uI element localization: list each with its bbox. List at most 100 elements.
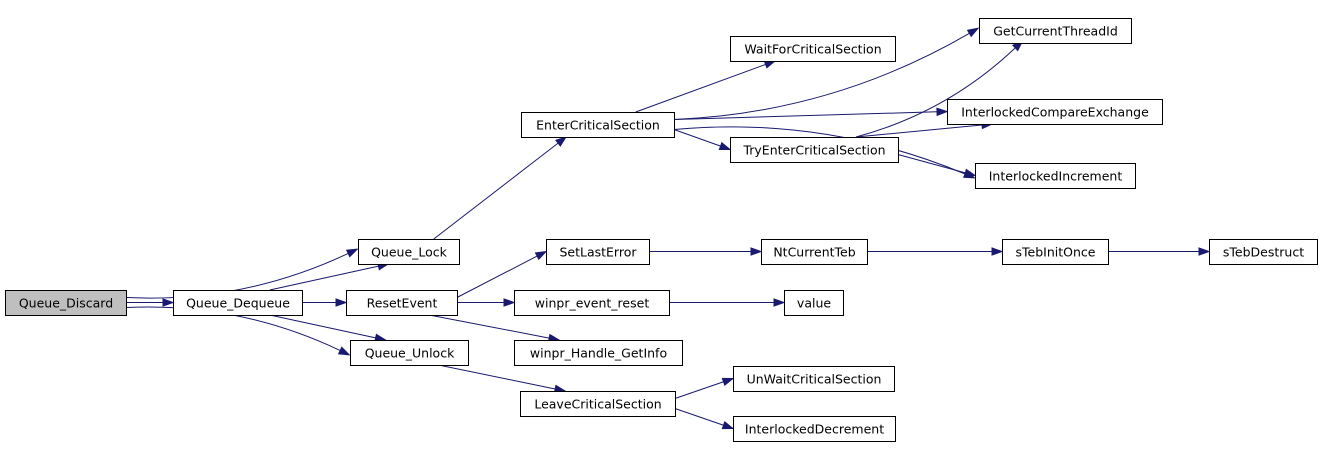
call-graph-nodes: Queue_Discard Queue_Dequeue Queue_LockRese… — [5, 18, 1318, 442]
edge-line — [269, 314, 376, 339]
node-label: winpr_event_reset — [535, 295, 650, 310]
node-box — [346, 290, 458, 316]
arrow-head — [1198, 247, 1211, 256]
node-box — [730, 137, 899, 163]
function-node-enter-critical-section[interactable]: EnterCriticalSection — [521, 112, 675, 138]
node-label: value — [797, 295, 831, 310]
edge-line — [674, 408, 724, 426]
call-edge-winpr-event-reset-to-value — [669, 298, 786, 307]
edge-line — [456, 255, 538, 298]
arrow-head — [718, 141, 732, 151]
function-node-nt-current-teb[interactable]: NtCurrentTeb — [761, 239, 868, 265]
call-edge-reset-event-to-winpr-event-reset — [457, 298, 516, 307]
node-box — [520, 391, 676, 417]
function-node-value[interactable]: value — [784, 290, 844, 316]
node-box — [947, 99, 1163, 125]
node-label: LeaveCriticalSection — [534, 396, 661, 411]
node-box — [514, 340, 683, 366]
function-node-interlocked-decrement[interactable]: InterlockedDecrement — [733, 416, 896, 442]
edge-line — [438, 364, 556, 390]
call-edge-leave-critical-section-to-un-wait-critical-section — [674, 377, 735, 399]
node-box — [975, 163, 1136, 189]
node-box — [733, 416, 896, 442]
function-node-queue-discard[interactable]: Queue_Discard — [5, 290, 127, 316]
function-node-reset-event[interactable]: ResetEvent — [346, 290, 458, 316]
function-node-get-current-thread-id[interactable]: GetCurrentThreadId — [979, 18, 1132, 44]
edge-line — [269, 265, 379, 291]
node-label: SetLastError — [559, 244, 637, 259]
node-label: sTebDestruct — [1223, 244, 1304, 259]
arrow-head — [963, 168, 977, 177]
node-box — [761, 239, 868, 265]
function-node-winpr-event-reset[interactable]: winpr_event_reset — [514, 290, 670, 316]
edge-line — [125, 252, 349, 299]
node-label: GetCurrentThreadId — [993, 23, 1118, 38]
node-label: Queue_Unlock — [365, 345, 455, 360]
call-edge-queue-dequeue-to-queue-lock — [269, 262, 390, 291]
node-label: InterlockedDecrement — [745, 421, 884, 436]
arrow-head — [936, 107, 949, 117]
node-box — [350, 340, 469, 366]
function-node-wait-for-critical-section[interactable]: WaitForCriticalSection — [730, 36, 896, 62]
arrow-head — [991, 247, 1004, 256]
node-box — [5, 290, 127, 316]
edge-line — [674, 381, 724, 399]
call-edge-steb-init-once-to-steb-destruct — [1108, 247, 1211, 256]
arrow-head — [966, 27, 980, 38]
edge-line — [429, 314, 550, 339]
call-edge-queue-discard-to-queue-lock — [125, 248, 359, 299]
node-label: UnWaitCriticalSection — [747, 371, 882, 386]
function-node-interlocked-compare-exchange[interactable]: InterlockedCompareExchange — [947, 99, 1163, 125]
node-label: ResetEvent — [367, 295, 438, 310]
function-node-interlocked-increment[interactable]: InterlockedIncrement — [975, 163, 1136, 189]
edge-line — [897, 154, 966, 174]
edge-line — [673, 126, 966, 175]
arrow-head — [773, 298, 786, 307]
call-edge-set-last-error-to-nt-current-teb — [649, 247, 763, 256]
function-node-try-enter-critical-section[interactable]: TryEnterCriticalSection — [730, 137, 899, 163]
node-box — [358, 239, 460, 265]
node-label: TryEnterCriticalSection — [742, 142, 885, 157]
node-box — [1002, 239, 1109, 265]
function-node-steb-destruct[interactable]: sTebDestruct — [1209, 239, 1318, 265]
arrow-head — [534, 250, 548, 261]
call-edge-try-enter-critical-section-to-interlocked-increment — [897, 154, 977, 177]
call-edge-queue-unlock-to-leave-critical-section — [438, 364, 567, 394]
node-box — [733, 366, 895, 392]
function-node-un-wait-critical-section[interactable]: UnWaitCriticalSection — [733, 366, 895, 392]
call-edge-nt-current-teb-to-steb-init-once — [867, 247, 1004, 256]
node-label: NtCurrentTeb — [773, 244, 855, 259]
call-edge-queue-dequeue-to-queue-unlock — [269, 314, 387, 342]
function-node-steb-init-once[interactable]: sTebInitOnce — [1002, 239, 1109, 265]
call-edge-enter-critical-section-to-wait-for-critical-section — [635, 60, 777, 113]
edge-line — [673, 129, 721, 147]
call-edge-queue-dequeue-to-reset-event — [302, 298, 348, 307]
edge-line — [673, 32, 970, 120]
function-node-queue-lock[interactable]: Queue_Lock — [358, 239, 460, 265]
function-node-winpr-handle-getinfo[interactable]: winpr_Handle_GetInfo — [514, 340, 683, 366]
arrow-head — [721, 377, 735, 386]
arrow-head — [763, 60, 777, 69]
call-edge-enter-critical-section-to-get-current-thread-id — [673, 27, 980, 120]
arrow-head — [503, 298, 516, 307]
call-edge-reset-event-to-winpr-handle-getinfo — [429, 314, 561, 343]
node-label: sTebInitOnce — [1016, 244, 1096, 259]
node-box — [1209, 239, 1318, 265]
node-label: winpr_Handle_GetInfo — [530, 345, 667, 360]
edge-line — [673, 111, 938, 120]
arrow-head — [750, 247, 763, 256]
function-node-leave-critical-section[interactable]: LeaveCriticalSection — [520, 391, 676, 417]
node-box — [514, 290, 670, 316]
node-box — [730, 36, 896, 62]
edge-line — [433, 142, 559, 240]
node-label: InterlockedIncrement — [989, 168, 1123, 183]
call-edge-reset-event-to-set-last-error — [456, 250, 548, 298]
edge-line — [855, 47, 1016, 138]
edge-line — [855, 124, 983, 138]
function-node-queue-dequeue[interactable]: Queue_Dequeue — [173, 290, 303, 316]
node-label: Queue_Discard — [19, 295, 113, 310]
node-box — [173, 290, 303, 316]
function-node-queue-unlock[interactable]: Queue_Unlock — [350, 340, 469, 366]
function-node-set-last-error[interactable]: SetLastError — [546, 239, 650, 265]
